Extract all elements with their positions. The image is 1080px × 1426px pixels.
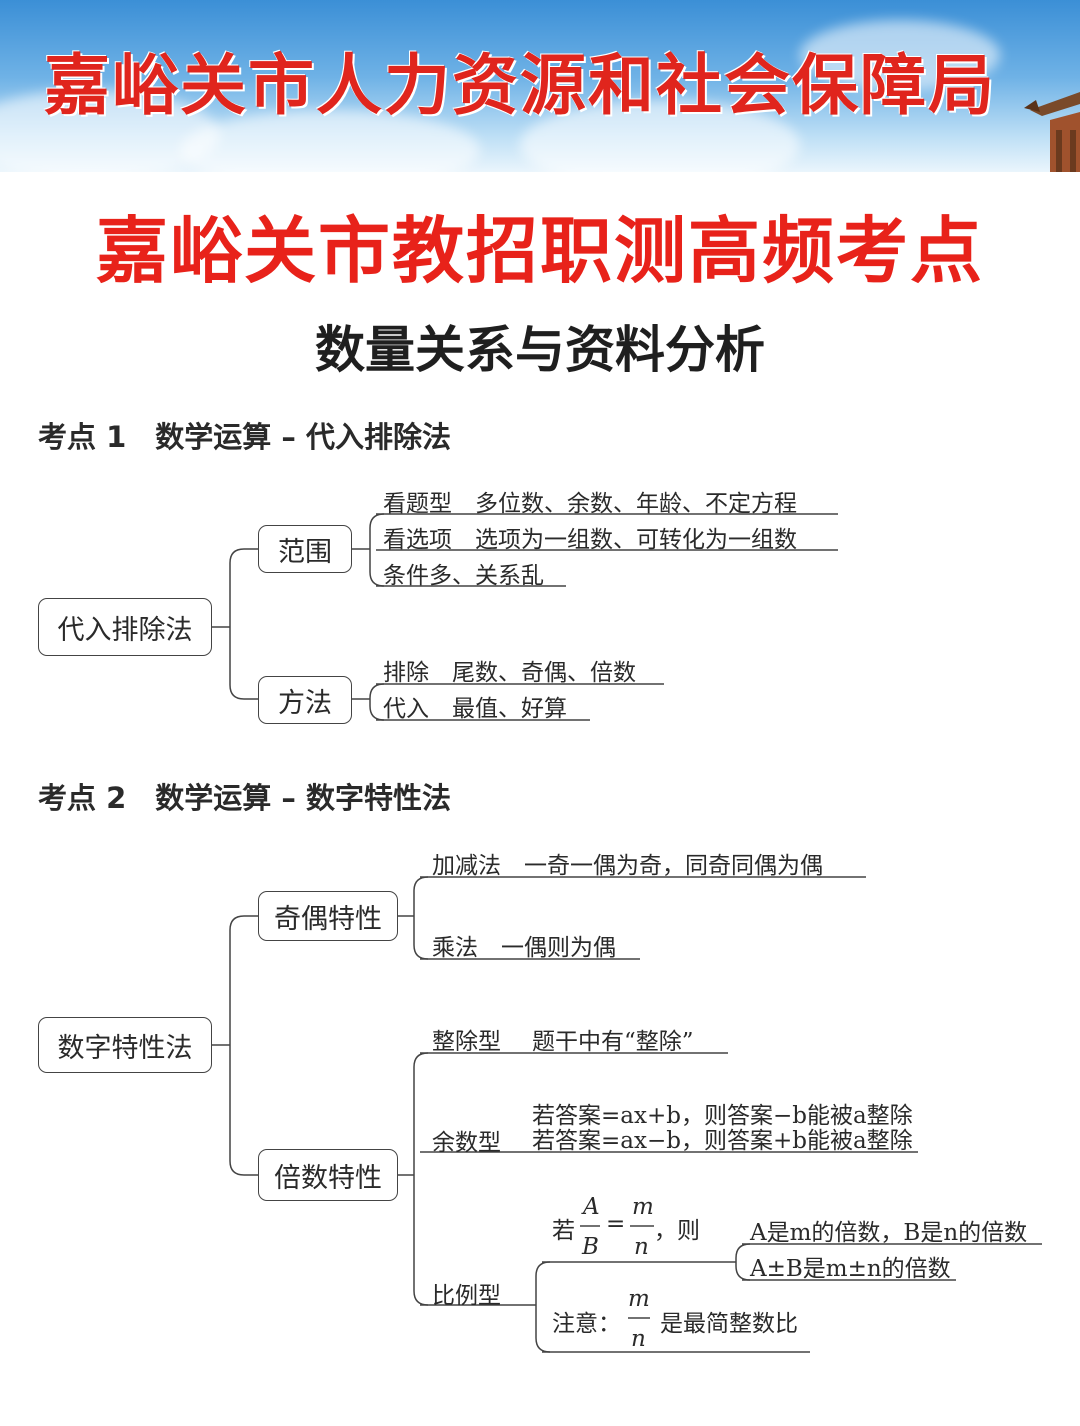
scope-item-3: 条件多、关系乱 xyxy=(383,556,544,590)
section2-root-node: 数字特性法 xyxy=(38,1017,212,1073)
ratio-result-1: A是m的倍数，B是n的倍数 xyxy=(750,1213,1027,1247)
parity-item-1: 加减法 一奇一偶为奇，同奇同偶为偶 xyxy=(432,846,823,880)
parity-node: 奇偶特性 xyxy=(258,891,398,941)
method-node: 方法 xyxy=(258,676,352,724)
section1-root-node: 代入排除法 xyxy=(38,598,212,656)
note-text: 是最简整数比 xyxy=(660,1304,798,1338)
note-denominator: n xyxy=(631,1326,646,1352)
note-label: 注意： xyxy=(552,1304,621,1338)
ratio-left-numerator: A xyxy=(583,1194,600,1220)
ratio-label: 比例型 xyxy=(432,1276,501,1310)
remainder-label: 余数型 xyxy=(432,1123,501,1157)
ratio-result-2: A±B是m±n的倍数 xyxy=(750,1249,951,1283)
remainder-line-2: 若答案=ax−b，则答案+b能被a整除 xyxy=(532,1121,913,1155)
ratio-left-denominator: B xyxy=(582,1234,599,1260)
ratio-right-denominator: n xyxy=(634,1234,649,1260)
scope-item-1: 看题型 多位数、余数、年龄、不定方程 xyxy=(383,484,797,518)
section2-heading: 考点 2 数学运算 – 数字特性法 xyxy=(38,775,451,817)
ratio-if: 若 xyxy=(552,1211,575,1245)
divisible-text: 题干中有“整除” xyxy=(532,1022,694,1056)
note-numerator: m xyxy=(628,1286,650,1312)
scope-item-2: 看选项 选项为一组数、可转化为一组数 xyxy=(383,520,797,554)
divisible-label: 整除型 xyxy=(432,1022,501,1056)
ratio-equals: = xyxy=(606,1211,625,1237)
section1-heading: 考点 1 数学运算 – 代入排除法 xyxy=(38,414,451,456)
method-item-1: 排除 尾数、奇偶、倍数 xyxy=(383,653,636,687)
ratio-then: ，则 xyxy=(654,1211,700,1245)
multiple-node: 倍数特性 xyxy=(258,1149,398,1201)
scope-node: 范围 xyxy=(258,525,352,573)
ratio-right-numerator: m xyxy=(632,1194,654,1220)
method-item-2: 代入 最值、好算 xyxy=(383,689,567,723)
parity-item-2: 乘法 一偶则为偶 xyxy=(432,928,616,962)
